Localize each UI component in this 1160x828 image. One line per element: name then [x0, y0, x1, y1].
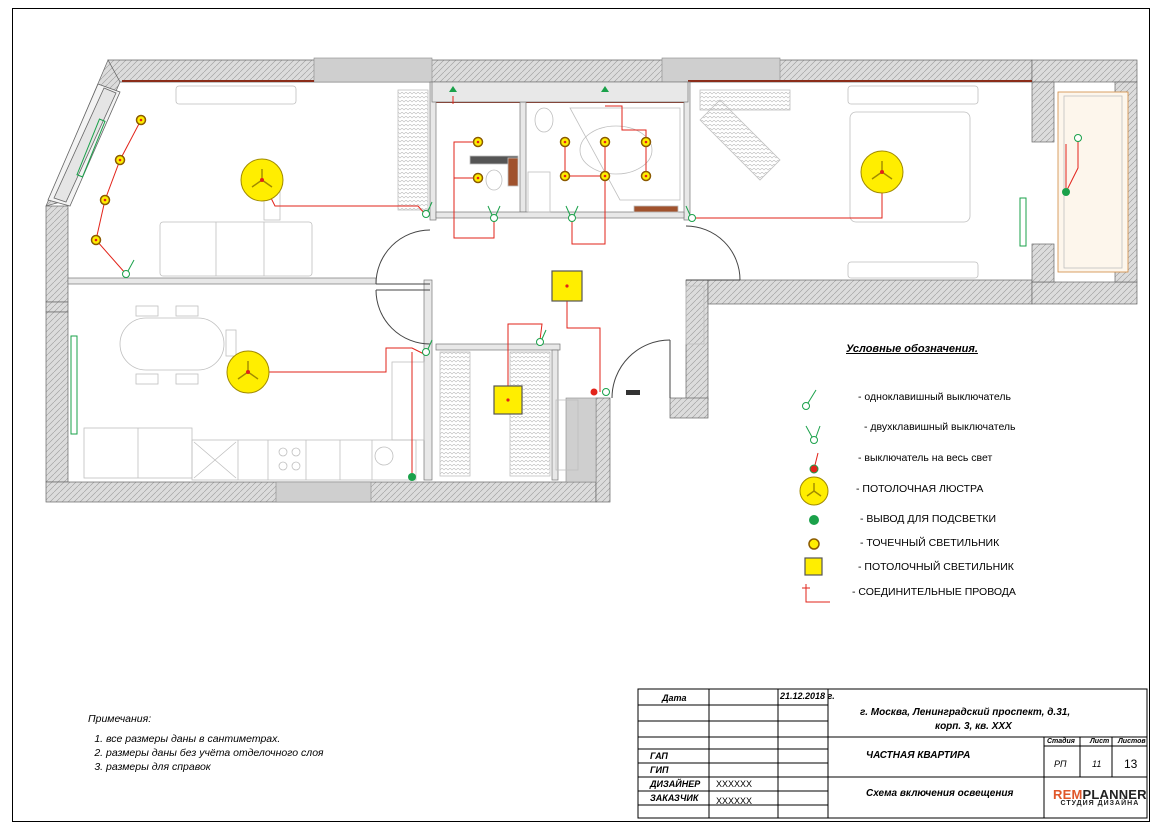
- date-label: Дата: [662, 693, 687, 703]
- legend-item-led-output: - ВЫВОД ДЛЯ ПОДСВЕТКИ: [790, 508, 1090, 532]
- title-block: Дата 21.12.2018 г. г. Москва, Ленинградс…: [638, 689, 1147, 818]
- notes-title: Примечания:: [88, 713, 152, 725]
- note-item: все размеры даны в сантиметрах.: [106, 733, 323, 745]
- logo-rem: REM: [1053, 787, 1083, 802]
- drawing-frame: [12, 8, 1150, 822]
- chandelier-living: [226, 350, 270, 394]
- legend-item-master-switch: - выключатель на весь свет: [790, 447, 1090, 474]
- chandeliers: [226, 150, 904, 394]
- legend-item-wires: - СОЕДИНИТЕЛЬНЫЕ ПРОВОДА: [790, 582, 1090, 606]
- gip-label: ГИП: [650, 765, 669, 775]
- designer-label: Дизайнер: [650, 779, 701, 789]
- ceiling-lamps: [493, 270, 583, 415]
- double-switch-icon: [805, 425, 821, 444]
- legend-label: - двухклавишный выключатель: [864, 421, 1016, 433]
- single-switch-icon: [802, 389, 817, 410]
- master-switch-icon: [809, 452, 819, 474]
- switches: [122, 134, 1082, 396]
- chandelier-icon: [799, 476, 829, 506]
- chandelier-bedroom-left: [240, 158, 284, 202]
- note-item: размеры для справок: [106, 761, 323, 773]
- client-label: Заказчик: [650, 793, 699, 803]
- ceiling-lamp-icon: [804, 557, 823, 576]
- gap-label: ГАП: [650, 751, 668, 761]
- wiring: [95, 96, 1079, 476]
- legend-title: Условные обозначения.: [846, 343, 978, 355]
- designer-value: XXXXXX: [716, 779, 753, 789]
- sheet-value: 11: [1092, 759, 1102, 769]
- legend-item-ceiling-lamp: - ПОТОЛОЧНЫЙ СВЕТИЛЬНИК: [790, 554, 1090, 578]
- master-switch: [590, 388, 598, 396]
- chandelier-bedroom-right: [860, 150, 904, 194]
- spotlight-icon: [808, 538, 820, 550]
- legend-label: - СОЕДИНИТЕЛЬНЫЕ ПРОВОДА: [852, 586, 1016, 598]
- legend-item-single-switch: - одноклавишный выключатель: [790, 386, 1090, 410]
- legend-label: - выключатель на весь свет: [858, 452, 993, 464]
- sheets-value: 13: [1124, 757, 1138, 771]
- legend-item-double-switch: - двухклавишный выключатель: [790, 416, 1090, 444]
- sheet-label: Лист: [1090, 738, 1110, 745]
- led-outputs: [408, 86, 1070, 481]
- switch-tails: [127, 201, 691, 350]
- interior-walls: [67, 81, 691, 481]
- sheets-label: Листов: [1118, 738, 1146, 745]
- wires-icon: [802, 584, 830, 603]
- legend-label: - ТОЧЕЧНЫЙ СВЕТИЛЬНИК: [860, 537, 1000, 549]
- spotlights: [90, 114, 652, 246]
- notes-list: все размеры даны в сантиметрах. размеры …: [88, 733, 323, 773]
- electrical-panel: [626, 390, 640, 395]
- note-item: размеры даны без учёта отделочного слоя: [106, 747, 323, 759]
- stage-value: РП: [1054, 759, 1067, 769]
- stage-label: Стадия: [1047, 738, 1075, 745]
- led-strips: [70, 118, 1027, 435]
- legend-label: - ПОТОЛОЧНАЯ ЛЮСТРА: [856, 483, 984, 495]
- legend-item-spotlight: - ТОЧЕЧНЫЙ СВЕТИЛЬНИК: [790, 532, 1090, 556]
- date-value: 21.12.2018 г.: [780, 691, 835, 701]
- wall-blocks: [275, 57, 781, 503]
- project-title: Частная квартира: [866, 750, 971, 761]
- led-output-icon: [809, 515, 819, 525]
- bay-window: [47, 83, 121, 207]
- logo-subtitle: СТУДИЯ ДИЗАЙНА: [1060, 800, 1140, 807]
- legend-label: - одноклавишный выключатель: [858, 391, 1011, 403]
- legend-label: - ВЫВОД ДЛЯ ПОДСВЕТКИ: [860, 513, 997, 525]
- address-line-2: корп. 3, кв. XXX: [935, 721, 1012, 732]
- notes: Примечания: все размеры даны в сантиметр…: [88, 713, 323, 775]
- legend-item-chandelier: - ПОТОЛОЧНАЯ ЛЮСТРА: [790, 474, 1090, 506]
- remplanner-logo: REMPLANNER СТУДИЯ ДИЗАЙНА: [1053, 787, 1147, 807]
- address-line-1: г. Москва, Ленинградский проспект, д.31,: [860, 707, 1071, 718]
- drawing-title: Схема включения освещения: [866, 788, 1014, 799]
- legend-label: - ПОТОЛОЧНЫЙ СВЕТИЛЬНИК: [858, 561, 1014, 573]
- spotlight-centers: [94, 118, 648, 242]
- doors: [375, 225, 741, 399]
- logo-planner: PLANNER: [1082, 787, 1147, 802]
- client-value: XXXXXX: [716, 796, 753, 806]
